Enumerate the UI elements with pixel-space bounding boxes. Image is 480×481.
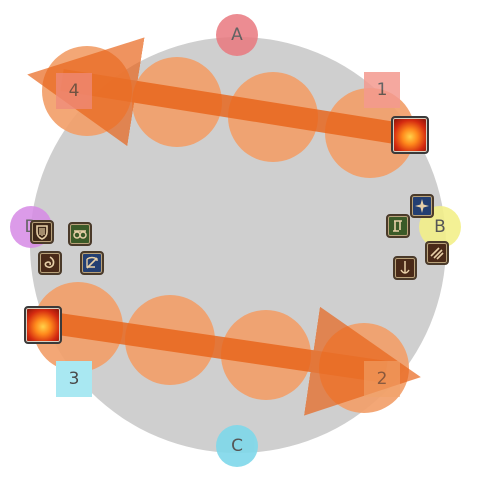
marker-3: 3 [56,361,92,397]
fire-boss-icon [391,116,429,154]
marker-3-label: 3 [68,369,80,389]
marker-4-label: 4 [68,81,80,101]
scholar-icon [68,222,92,246]
marker-2-label: 2 [376,369,388,389]
marker-4: 4 [56,73,92,109]
paladin-icon [30,220,54,244]
dancer-icon [38,251,62,275]
ninja-icon [386,214,410,238]
waymark-a: A [216,14,258,56]
monk-icon [425,241,449,265]
waymark-c-label: C [231,436,243,456]
marker-2: 2 [364,361,400,397]
marker-1: 1 [364,72,400,108]
waymark-a-label: A [231,25,243,45]
boss-path-arrow-east [43,306,421,416]
boss-path-arrow-west [27,37,410,147]
astrologian-icon [410,194,434,218]
fire-boss-icon [24,306,62,344]
summoner-icon [393,256,417,280]
bard-icon [80,251,104,275]
waymark-b-label: B [434,217,446,237]
marker-1-label: 1 [376,80,388,100]
waymark-c: C [216,425,258,467]
